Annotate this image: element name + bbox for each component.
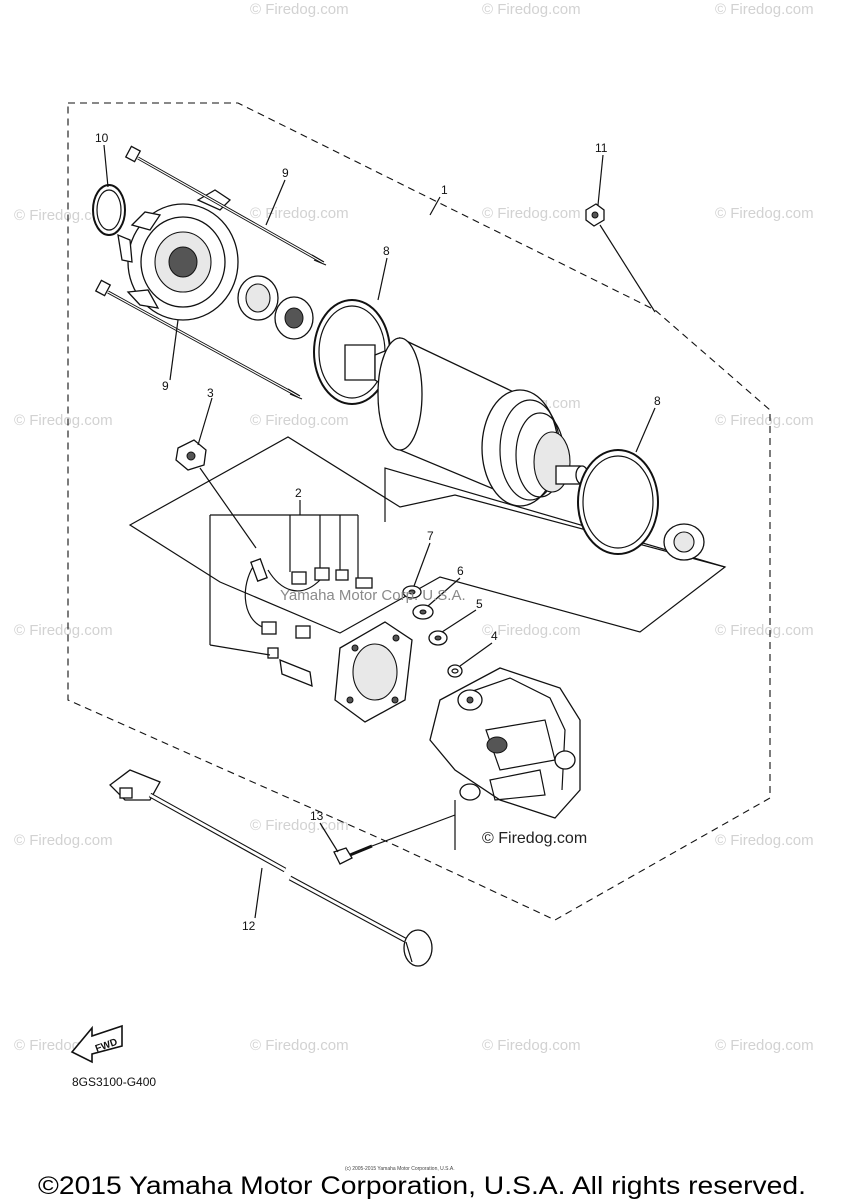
assembly-boundary	[67, 102, 771, 921]
callout-labels: 1 2 3 4 5 6 7 8 8 9 9 10 11 12 13	[95, 131, 661, 933]
watermark: © Firedog.com	[482, 622, 581, 639]
watermark: © Firedog.com	[715, 832, 814, 849]
callout-11: 11	[595, 141, 608, 155]
long-bolt-lower	[94, 279, 303, 400]
watermark: © Firedog.com	[715, 412, 814, 429]
watermark: © Firedog.com	[482, 1037, 581, 1054]
nut-11	[585, 203, 656, 313]
starter-yoke	[344, 336, 589, 507]
brush-holder-boundary	[128, 436, 727, 634]
watermark: © Firedog.com	[715, 622, 814, 639]
callout-7: 7	[427, 529, 434, 543]
callout-8-upper: 8	[383, 244, 390, 258]
watermark: © Firedog.com	[715, 205, 814, 222]
callout-2: 2	[295, 486, 302, 500]
callout-5: 5	[476, 597, 483, 611]
washer-7	[402, 585, 422, 599]
washer-6	[412, 604, 434, 620]
lead-wire-12	[109, 769, 433, 967]
watermark: © Firedog.com	[14, 207, 113, 224]
watermark: © Firedog.com	[14, 622, 113, 639]
watermark: © Firedog.com	[14, 832, 113, 849]
bearing	[237, 275, 279, 321]
watermark: © Firedog.com	[715, 1, 814, 18]
oil-seal	[274, 296, 314, 340]
callout-1: 1	[441, 183, 448, 197]
rear-cover	[429, 667, 581, 850]
watermark: © Firedog.com	[250, 817, 349, 834]
watermark: © Firedog.com	[250, 205, 349, 222]
washer-5	[428, 630, 448, 646]
watermark: © Firedog.com	[250, 412, 349, 429]
callout-10: 10	[95, 131, 109, 145]
front-cover	[117, 189, 239, 321]
callout-9-upper: 9	[282, 166, 289, 180]
callout-13: 13	[310, 809, 324, 823]
bolt-13	[333, 814, 456, 865]
callout-12: 12	[242, 919, 256, 933]
yamaha-stamp: Yamaha Motor Corp. U.S.A.	[280, 587, 466, 604]
watermark-layer: © Firedog.com © Firedog.com © Firedog.co…	[14, 1, 814, 1054]
watermark: © Firedog.com	[14, 412, 113, 429]
watermark: © Firedog.com	[482, 205, 581, 222]
watermark: © Firedog.com	[250, 1, 349, 18]
o-ring-10	[92, 184, 126, 236]
leader-lines	[103, 144, 656, 919]
fwd-arrow-icon: FWD	[70, 1024, 123, 1064]
bush	[663, 523, 705, 561]
copyright-footer: ©2015 Yamaha Motor Corporation, U.S.A. A…	[38, 1172, 806, 1200]
firedog-watermark: © Firedog.com	[482, 830, 587, 847]
callout-9-lower: 9	[162, 379, 169, 393]
o-ring-8-lower	[577, 449, 659, 555]
brush-holder	[209, 514, 373, 688]
diagram-part-code: 8GS3100-G400	[72, 1075, 156, 1089]
nut-3	[175, 439, 257, 549]
watermark: © Firedog.com	[482, 1, 581, 18]
brush-plate	[334, 621, 413, 723]
long-bolt-upper	[124, 145, 327, 266]
callout-4: 4	[491, 629, 498, 643]
callout-3: 3	[207, 386, 214, 400]
watermark: © Firedog.com	[250, 1037, 349, 1054]
washer-4	[447, 664, 463, 678]
watermark: © Firedog.com	[715, 1037, 814, 1054]
small-copyright-note: (c) 2005-2015 Yamaha Motor Corporation, …	[345, 1166, 455, 1172]
callout-6: 6	[457, 564, 464, 578]
callout-8-lower: 8	[654, 394, 661, 408]
